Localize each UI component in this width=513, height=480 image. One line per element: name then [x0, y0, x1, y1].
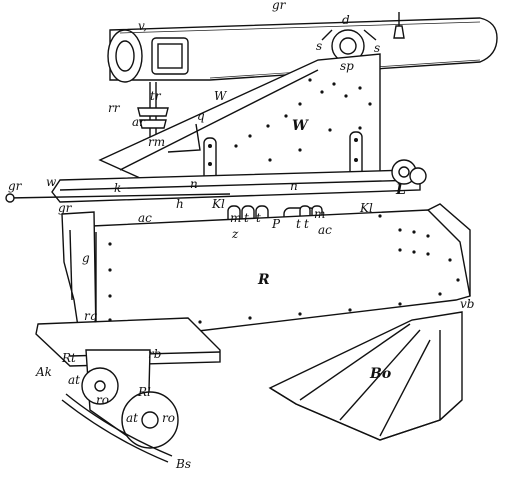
label-t1: t	[244, 211, 249, 225]
sight-pin	[393, 12, 405, 39]
label-t3: t	[296, 217, 301, 231]
label-Bo: Bo	[369, 366, 391, 382]
label-at-upper: at	[68, 373, 80, 387]
label-tr: tr	[150, 89, 162, 103]
label-s-left: s	[316, 39, 322, 53]
trunnion-box	[151, 37, 189, 75]
label-w: w	[46, 175, 57, 189]
label-t4: t	[304, 217, 309, 231]
label-P: P	[271, 217, 281, 231]
label-v1: v,	[138, 19, 147, 33]
hinge-L	[391, 159, 427, 185]
label-rq: rq	[84, 309, 98, 323]
label-t2: t	[256, 211, 261, 225]
label-ac-left: ac	[138, 211, 152, 225]
label-vb: vb	[460, 297, 474, 311]
roller-front	[81, 367, 119, 405]
label-ro-right: ro	[162, 411, 175, 425]
label-s-right: s	[374, 41, 380, 55]
label-W-right: W	[292, 118, 309, 134]
label-Bs: Bs	[175, 457, 191, 471]
label-rb: rb	[148, 347, 161, 361]
label-at-lower: at	[126, 411, 138, 425]
roller-rear	[121, 391, 179, 449]
label-sp: sp	[340, 59, 354, 73]
label-rm: rm	[148, 135, 165, 149]
guide-rod	[5, 193, 231, 203]
label-gr-lower: gr	[58, 201, 73, 215]
label-d: d	[342, 13, 350, 27]
bottom-rail	[61, 393, 173, 463]
label-ro-left: ro	[96, 393, 109, 407]
label-m-left: m	[230, 211, 241, 225]
side-wall-W-rivets	[234, 78, 372, 162]
label-Rl: Rl	[137, 385, 151, 399]
label-m-right: m	[314, 207, 325, 221]
label-gr-top: gr	[272, 0, 287, 12]
label-ac-right: ac	[318, 223, 332, 237]
main-frame-rivets	[108, 214, 460, 328]
label-g: g	[82, 251, 90, 265]
label-z: z	[231, 227, 239, 241]
label-q: q	[197, 109, 205, 123]
label-n-right: n	[290, 179, 298, 193]
label-Kl-left: Kl	[211, 197, 225, 211]
label-n: n	[190, 177, 198, 191]
slide-rail	[51, 169, 421, 203]
label-Rt: Rt	[61, 351, 76, 365]
label-Kl-right: Kl	[359, 201, 373, 215]
label-h: h	[176, 197, 184, 211]
label-W-upper: W	[214, 89, 228, 103]
label-rr: rr	[108, 101, 121, 115]
label-Ak: Ak	[35, 365, 52, 379]
label-k: k	[114, 181, 121, 195]
label-gr-left: gr	[8, 179, 23, 193]
pivot-base-Bo	[268, 311, 463, 441]
part-labels: gr v, d s s sp rr tr ar W q W rm w k n n…	[8, 0, 474, 471]
label-ar: ar	[132, 115, 146, 129]
label-R: R	[257, 272, 270, 288]
label-L: L	[395, 182, 406, 198]
side-wall-W	[98, 53, 381, 179]
